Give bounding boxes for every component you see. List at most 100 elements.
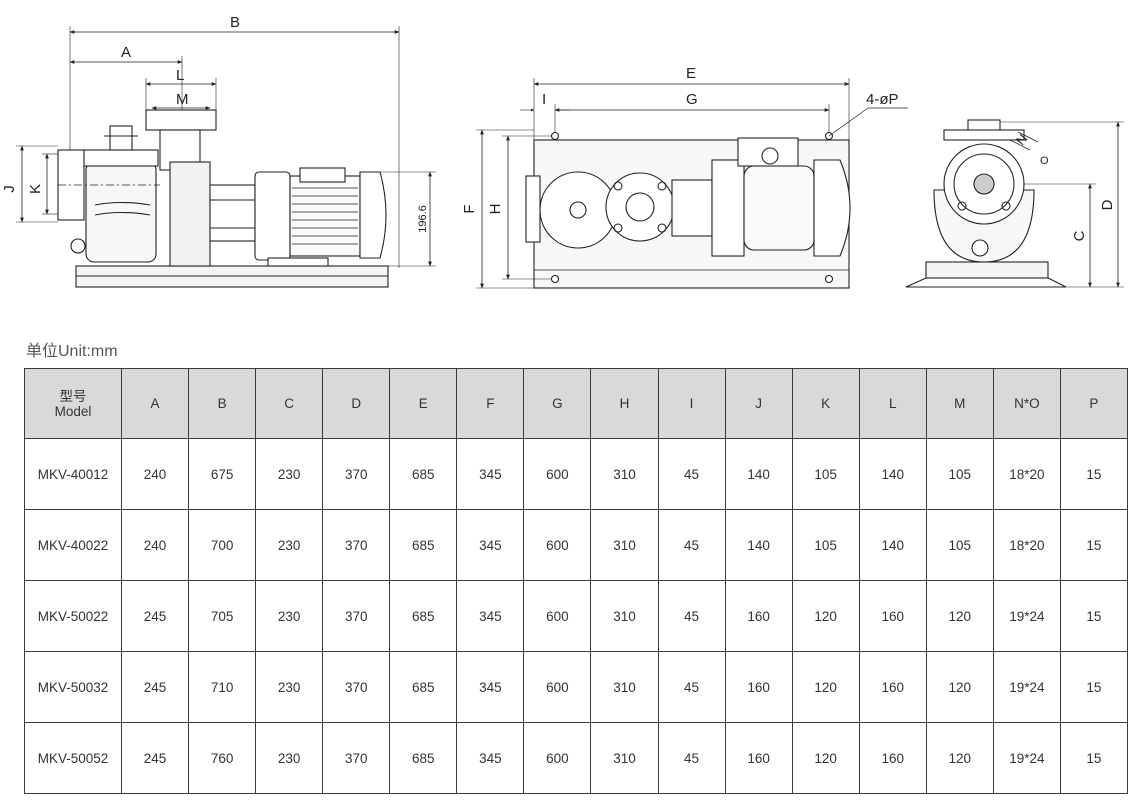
- value-cell: 15: [1059, 438, 1129, 510]
- value-cell: 18*20: [992, 509, 1061, 581]
- spec-table: 型号 Model A B C D E F G H I J K L M N*O P…: [24, 368, 1129, 794]
- value-cell: 140: [858, 438, 927, 510]
- value-cell: 310: [590, 580, 659, 652]
- column-header: G: [523, 368, 592, 439]
- value-cell: 370: [322, 509, 391, 581]
- unit-label: 单位Unit:mm: [26, 343, 118, 360]
- column-header: M: [925, 368, 994, 439]
- value-cell: 45: [657, 580, 726, 652]
- column-header: B: [188, 368, 257, 439]
- value-cell: 600: [523, 722, 592, 794]
- value-cell: 675: [188, 438, 257, 510]
- value-cell: 245: [120, 651, 190, 723]
- dim-label-k: K: [27, 184, 44, 194]
- model-header-cn: 型号: [59, 388, 87, 404]
- value-cell: 140: [858, 509, 927, 581]
- value-cell: 230: [255, 722, 324, 794]
- value-cell: 120: [791, 580, 860, 652]
- dim-label-f: F: [461, 204, 478, 213]
- value-cell: 160: [858, 651, 927, 723]
- dim-label-l: L: [176, 67, 184, 84]
- value-cell: 120: [925, 580, 994, 652]
- value-cell: 245: [120, 722, 190, 794]
- technical-drawings: B A L M J K 196.6: [1, 14, 1124, 289]
- model-column-header: 型号 Model: [24, 368, 122, 439]
- dim-label-h: H: [487, 204, 504, 215]
- value-cell: 45: [657, 438, 726, 510]
- dim-label-j: J: [1, 185, 18, 193]
- value-cell: 160: [858, 580, 927, 652]
- value-cell: 710: [188, 651, 257, 723]
- value-cell: 700: [188, 509, 257, 581]
- value-cell: 19*24: [992, 722, 1061, 794]
- column-header: L: [858, 368, 927, 439]
- top-view-drawing: [476, 78, 908, 289]
- value-cell: 240: [120, 438, 190, 510]
- value-cell: 45: [657, 651, 726, 723]
- value-cell: 120: [791, 722, 860, 794]
- model-cell: MKV-40022: [24, 509, 122, 581]
- value-cell: 160: [724, 722, 793, 794]
- value-cell: 19*24: [992, 580, 1061, 652]
- value-cell: 18*20: [992, 438, 1061, 510]
- value-cell: 760: [188, 722, 257, 794]
- value-cell: 600: [523, 438, 592, 510]
- dim-label-e: E: [686, 65, 696, 82]
- column-header: J: [724, 368, 793, 439]
- dim-label-b: B: [230, 14, 240, 31]
- value-cell: 45: [657, 509, 726, 581]
- column-header: E: [389, 368, 458, 439]
- value-cell: 600: [523, 651, 592, 723]
- value-cell: 370: [322, 722, 391, 794]
- value-cell: 685: [389, 722, 458, 794]
- value-cell: 345: [456, 438, 525, 510]
- column-header: F: [456, 368, 525, 439]
- value-cell: 140: [724, 509, 793, 581]
- column-header: I: [657, 368, 726, 439]
- value-cell: 230: [255, 438, 324, 510]
- value-cell: 345: [456, 722, 525, 794]
- column-header: A: [120, 368, 190, 439]
- side-view-drawing: [16, 26, 436, 288]
- model-cell: MKV-50032: [24, 651, 122, 723]
- value-cell: 310: [590, 438, 659, 510]
- model-cell: MKV-40012: [24, 438, 122, 510]
- value-cell: 685: [389, 651, 458, 723]
- value-cell: 370: [322, 438, 391, 510]
- value-cell: 600: [523, 580, 592, 652]
- model-header-en: Model: [54, 403, 92, 419]
- value-cell: 120: [925, 722, 994, 794]
- column-header: D: [322, 368, 391, 439]
- value-cell: 45: [657, 722, 726, 794]
- dim-label-m: M: [176, 91, 189, 108]
- column-header: H: [590, 368, 659, 439]
- column-header: K: [791, 368, 860, 439]
- top-view-labels: E I G 4-øP F H: [461, 65, 899, 214]
- value-cell: 230: [255, 651, 324, 723]
- value-cell: 245: [120, 580, 190, 652]
- value-cell: 685: [389, 509, 458, 581]
- value-cell: 240: [120, 509, 190, 581]
- value-cell: 160: [724, 651, 793, 723]
- model-cell: MKV-50022: [24, 580, 122, 652]
- dim-label-i: I: [542, 91, 546, 108]
- value-cell: 310: [590, 722, 659, 794]
- dim-label-a: A: [121, 44, 131, 61]
- dim-label-d: D: [1099, 199, 1116, 210]
- model-cell: MKV-50052: [24, 722, 122, 794]
- value-cell: 600: [523, 509, 592, 581]
- value-cell: 120: [925, 651, 994, 723]
- value-cell: 705: [188, 580, 257, 652]
- value-cell: 345: [456, 580, 525, 652]
- value-cell: 105: [791, 438, 860, 510]
- dim-label-g: G: [686, 91, 698, 108]
- table-header-row: 型号 Model A B C D E F G H I J K L M N*O P: [24, 368, 1129, 439]
- value-cell: 160: [724, 580, 793, 652]
- column-header: N*O: [992, 368, 1061, 439]
- value-cell: 15: [1059, 651, 1129, 723]
- end-view-drawing: [905, 119, 1124, 288]
- value-cell: 140: [724, 438, 793, 510]
- value-cell: 685: [389, 580, 458, 652]
